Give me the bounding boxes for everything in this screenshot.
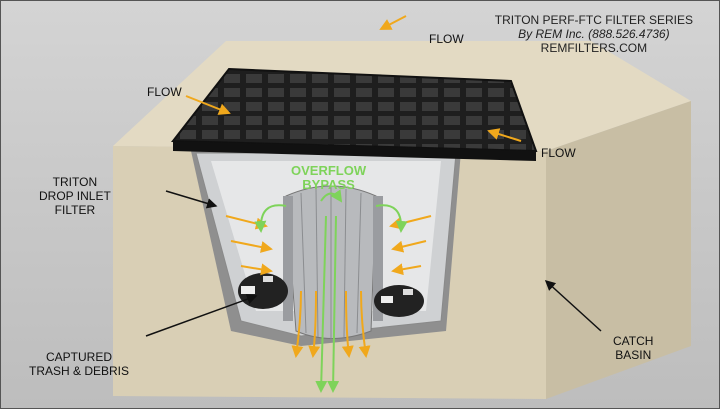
grate (170, 67, 538, 153)
label-line: CATCH (613, 334, 654, 348)
label-overflow-bypass: OVERFLOW BYPASS (291, 164, 366, 192)
label-catch-basin: CATCH BASIN (613, 334, 653, 362)
series-title: TRITON PERF-FTC FILTER SERIES (494, 13, 693, 27)
label-line: OVERFLOW (291, 163, 367, 178)
label-line: BYPASS (302, 177, 355, 192)
label-line: TRASH & DEBRIS (29, 364, 130, 378)
label-flow-top: FLOW (429, 32, 464, 46)
label-filter: TRITON DROP INLET FILTER (39, 175, 111, 217)
debris-left (238, 273, 288, 309)
label-flow-right: FLOW (541, 146, 576, 160)
label-line: CAPTURED (46, 350, 113, 364)
label-line: BASIN (615, 348, 652, 362)
label-line: FILTER (54, 203, 96, 217)
label-flow-left: FLOW (147, 85, 182, 99)
label-line: DROP INLET (39, 189, 111, 203)
debris-right (374, 285, 424, 317)
company-phone: By REM Inc. (888.526.4736) (518, 27, 670, 41)
label-debris: CAPTURED TRASH & DEBRIS (29, 350, 129, 378)
website: REMFILTERS.COM (540, 41, 648, 55)
label-line: TRITON (52, 175, 98, 189)
basin-right-face (546, 101, 691, 399)
product-header: TRITON PERF-FTC FILTER SERIES By REM Inc… (495, 13, 693, 55)
